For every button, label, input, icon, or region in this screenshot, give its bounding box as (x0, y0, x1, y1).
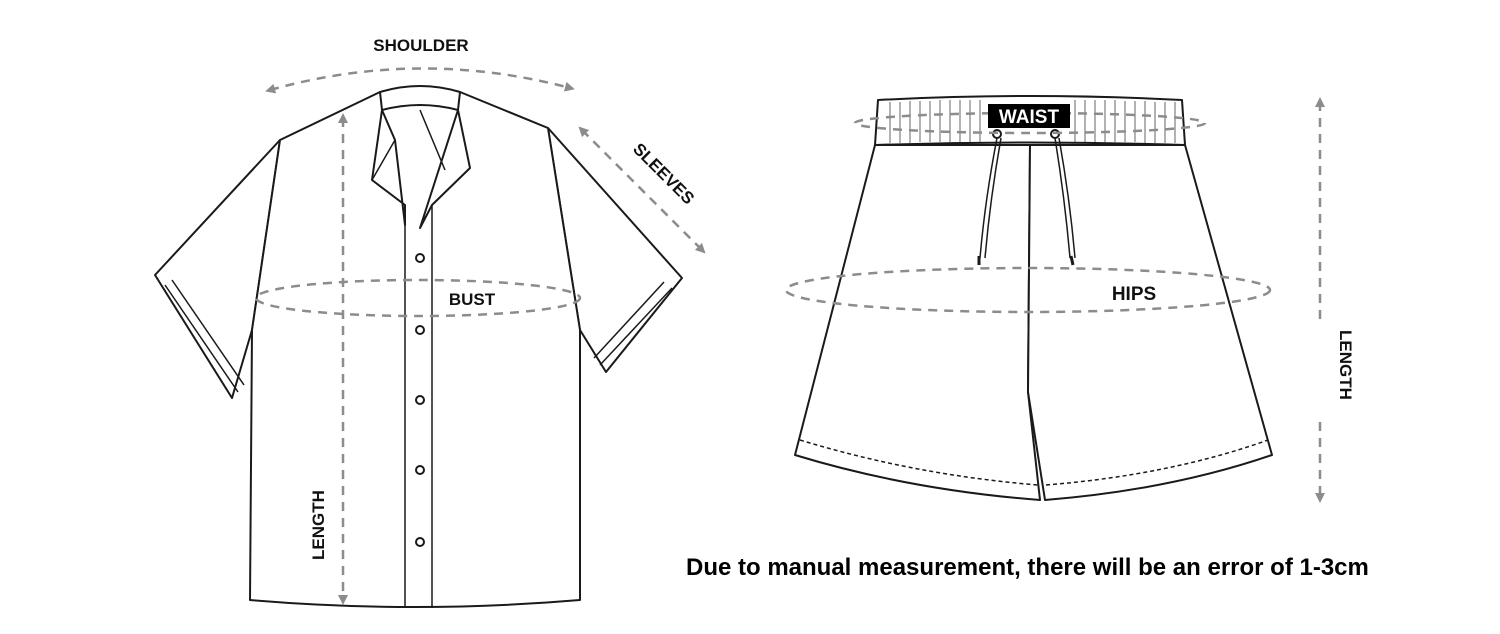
button-icon (415, 537, 425, 547)
shorts-length-label: LENGTH (1336, 330, 1355, 400)
waist-label: WAIST (999, 107, 1060, 128)
shirt-left-lapel (371, 109, 406, 226)
waist-badge (988, 104, 1070, 128)
button-icon (415, 253, 425, 263)
shorts-left-leg (794, 144, 1041, 501)
bust-label: BUST (449, 290, 496, 309)
shoulder-label: SHOULDER (373, 36, 468, 55)
sleeves-label: SLEEVES (629, 139, 698, 208)
sleeves-arrow (578, 126, 706, 254)
hips-measure-line (784, 266, 1272, 314)
hips-label: HIPS (1112, 284, 1156, 305)
shirt-length-label: LENGTH (309, 490, 328, 560)
shirt-illustration (154, 85, 683, 608)
bust-measure-line (254, 278, 582, 318)
shoulder-arrow (265, 67, 575, 94)
shirt-body (249, 91, 581, 608)
measurement-note: Due to manual measurement, there will be… (686, 554, 1369, 581)
drawstrings (977, 129, 1076, 266)
shirt-buttons (415, 253, 425, 547)
button-icon (415, 465, 425, 475)
button-icon (415, 325, 425, 335)
shorts-right-leg (1027, 144, 1273, 501)
shorts-illustration (794, 95, 1273, 501)
button-icon (415, 395, 425, 405)
